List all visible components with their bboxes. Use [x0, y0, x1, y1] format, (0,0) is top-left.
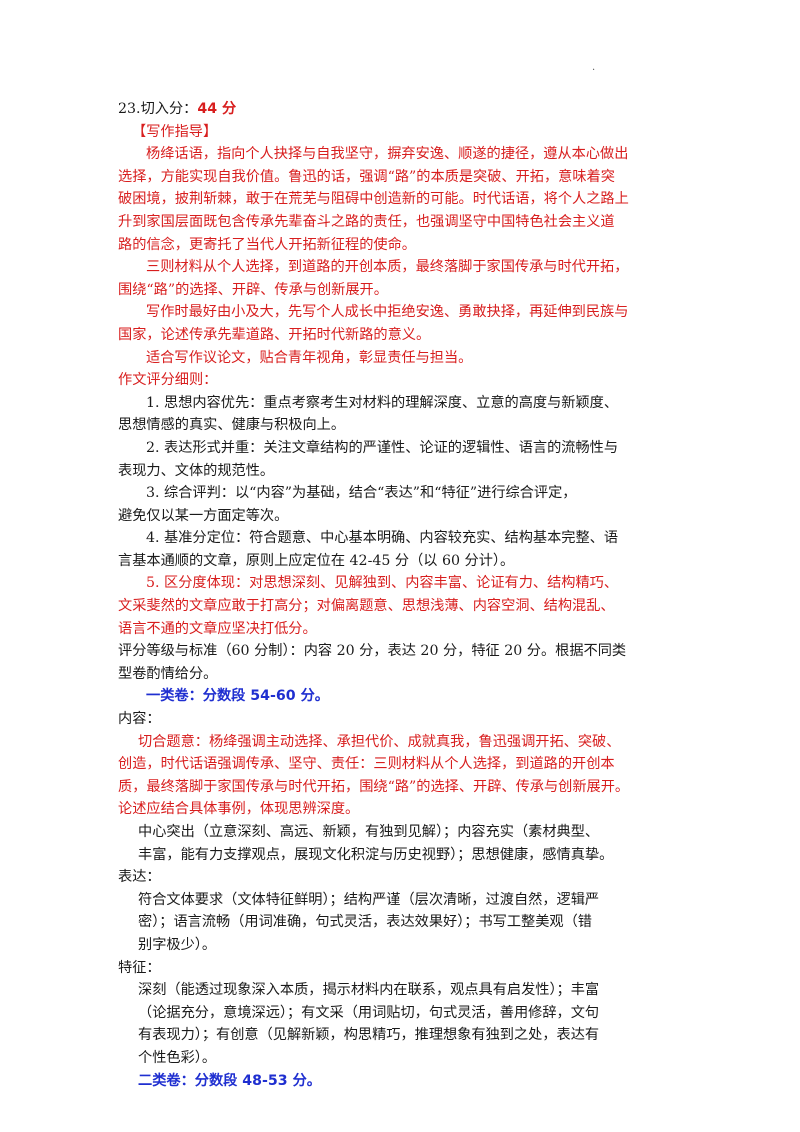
rubric-title: 作文评分细则：	[118, 372, 218, 389]
guide-paragraph-3: 写作时最好由小及大，先写个人成长中拒绝安逸、勇敢抉择，再延伸到民族与 国家，论述…	[118, 304, 629, 343]
document-body: 23.切入分：44 分 【写作指导】 杨绛话语，指向个人抉择与自我坚守，摒弃安逸…	[118, 98, 684, 1092]
tier1-title: 一类卷：分数段 54-60 分。	[146, 688, 329, 705]
question-header: 23.切入分：44 分	[118, 98, 684, 121]
content-fit-topic: 切合题意：杨绛强调主动选择、承担代价、成就真我，鲁迅强调开拓、突破、 创造，时代…	[118, 733, 630, 818]
question-label: 切入分：	[140, 101, 198, 117]
question-number: 23.	[118, 101, 141, 117]
tier2-title: 二类卷：分数段 48-53 分。	[138, 1072, 321, 1089]
question-score: 44 分	[197, 101, 237, 117]
rubric-item-3: 3. 综合评判：以“内容”为基础，结合“表达”和“特征”进行综合评定， 避免仅以…	[118, 485, 577, 524]
content-criteria: 中心突出（立意深刻、高远、新颖，有独到见解）；内容充实（素材典型、 丰富，能有力…	[138, 824, 614, 863]
guide-paragraph-2: 三则材料从个人选择，到道路的开创本质，最终落脚于家国传承与时代开拓， 围绕“路”…	[118, 259, 629, 298]
footer-dot: .	[206, 1030, 210, 1041]
content-label: 内容：	[118, 711, 161, 728]
expression-label: 表达：	[118, 869, 161, 886]
feature-label: 特征：	[118, 959, 161, 976]
grade-standard: 评分等级与标准（60 分制）：内容 20 分，表达 20 分，特征 20 分。根…	[118, 643, 627, 682]
rubric-item-1: 1. 思想内容优先：重点考察考生对材料的理解深度、立意的高度与新颖度、 思想情感…	[118, 394, 619, 434]
feature-criteria: 深刻（能透过现象深入本质，揭示材料内在联系，观点具有启发性）；丰富 （论据充分，…	[138, 982, 600, 1066]
guide-paragraph-4: 适合写作议论文，贴合青年视角，彰显责任与担当。	[146, 349, 473, 366]
rubric-item-4: 4. 基准分定位：符合题意、中心基本明确、内容较充实、结构基本完整、语 言基本通…	[118, 530, 619, 569]
expression-criteria: 符合文体要求（文体特征鲜明）；结构严谨（层次清晰，过渡自然，逻辑严 密）；语言流…	[138, 891, 600, 953]
rubric-item-2: 2. 表达形式并重：关注文章结构的严谨性、论证的逻辑性、语言的流畅性与 表现力、…	[118, 439, 619, 479]
guide-paragraph-1: 杨绛话语，指向个人抉择与自我坚守，摒弃安逸、顺遂的捷径，遵从本心做出 选择，方能…	[118, 146, 629, 253]
header-dot: .	[592, 62, 596, 73]
guide-title: 【写作指导】	[132, 123, 218, 140]
rubric-item-5: 5. 区分度体现：对思想深刻、见解独到、内容丰富、论证有力、结构精巧、 文采斐然…	[118, 575, 619, 637]
